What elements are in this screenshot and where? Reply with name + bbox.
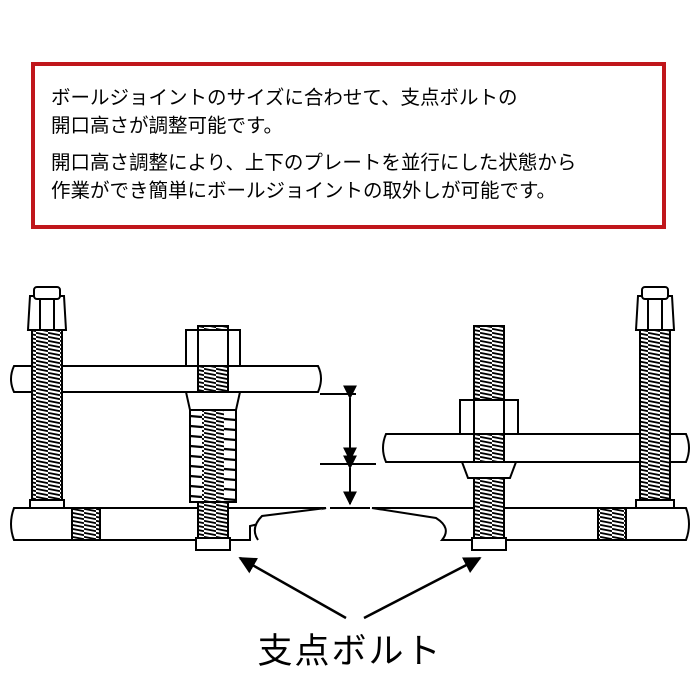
right-upper-plate <box>382 433 690 463</box>
description-line: 作業ができ簡単にボールジョイントの取外しが可能です。 <box>51 179 557 202</box>
left-upper-plate <box>10 365 322 393</box>
right-lower-plate <box>371 507 690 541</box>
right-pivot-nut <box>459 399 519 435</box>
right-outer-bolt <box>639 324 671 506</box>
right-assembly <box>371 286 690 551</box>
gap-dimension <box>320 385 376 509</box>
description-line: 開口高さが調整可能です。 <box>51 114 284 137</box>
description-line: ボールジョイントのサイズに合わせて、支点ボルトの <box>51 86 518 109</box>
left-spring <box>189 409 237 503</box>
pivot-bolt-caption: 支点ボルト <box>257 632 443 672</box>
arrow-to-right-bolt <box>363 556 482 620</box>
left-outer-bolt <box>31 324 63 504</box>
description-line: 開口高さ調整により、上下のプレートを並行にした状態から <box>51 151 577 174</box>
caption-arrows <box>238 556 482 620</box>
description-box: ボールジョイントのサイズに合わせて、支点ボルトの 開口高さが調整可能です。 開口… <box>31 62 666 229</box>
arrow-to-left-bolt <box>238 556 347 620</box>
right-outer-nut <box>634 295 676 331</box>
left-assembly <box>10 286 327 551</box>
right-pivot-bolt <box>473 325 505 551</box>
left-pivot-nut <box>185 329 241 367</box>
left-outer-nut <box>26 295 68 331</box>
description-paragraph-2: 開口高さ調整により、上下のプレートを並行にした状態から 作業ができ簡単にボールジ… <box>51 149 662 205</box>
description-paragraph-1: ボールジョイントのサイズに合わせて、支点ボルトの 開口高さが調整可能です。 <box>51 84 662 140</box>
